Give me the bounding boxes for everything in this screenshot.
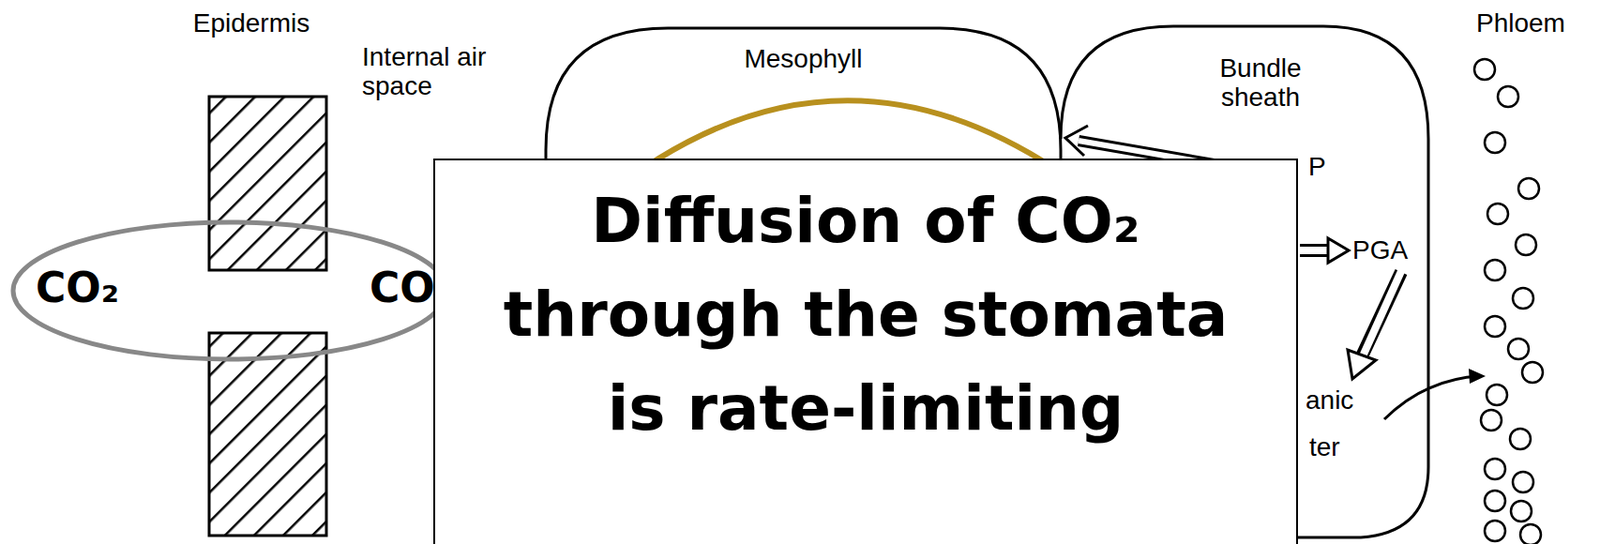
part-label: PGA bbox=[1352, 236, 1408, 266]
arrow-head bbox=[1468, 368, 1486, 384]
part-label: Phloem bbox=[1476, 9, 1566, 39]
stomatal-pore-text: CO bbox=[369, 267, 436, 309]
transport-arrow bbox=[1361, 269, 1403, 359]
mesophyll-cell-text: Mesophyll bbox=[545, 45, 1061, 75]
bundle-sheath-cell-text: Bundle sheath bbox=[1194, 54, 1327, 113]
epidermis-cell bbox=[209, 332, 327, 536]
phloem-cells bbox=[1474, 59, 1543, 544]
callout-box: Diffusion of CO₂ through the stomata is … bbox=[433, 158, 1299, 544]
stomatal-pore-text: CO₂ bbox=[35, 267, 120, 309]
arrow-head bbox=[1328, 238, 1349, 263]
stomatal-pore-shape bbox=[13, 222, 447, 360]
part-label: P bbox=[1308, 152, 1327, 182]
part-label: Internal air space bbox=[362, 43, 494, 102]
phloem-loading-arrow bbox=[1384, 376, 1480, 420]
callout-box-text: Diffusion of CO₂ through the stomata is … bbox=[483, 174, 1249, 456]
arrow-head bbox=[1065, 125, 1088, 156]
arrow-head bbox=[1347, 349, 1376, 379]
epidermis-cell bbox=[209, 96, 327, 271]
part-label: ter bbox=[1309, 433, 1341, 463]
part-label: Epidermis bbox=[185, 9, 317, 39]
part-label: anic bbox=[1305, 386, 1354, 416]
stomatal-pore: CO₂ CO bbox=[10, 219, 450, 363]
